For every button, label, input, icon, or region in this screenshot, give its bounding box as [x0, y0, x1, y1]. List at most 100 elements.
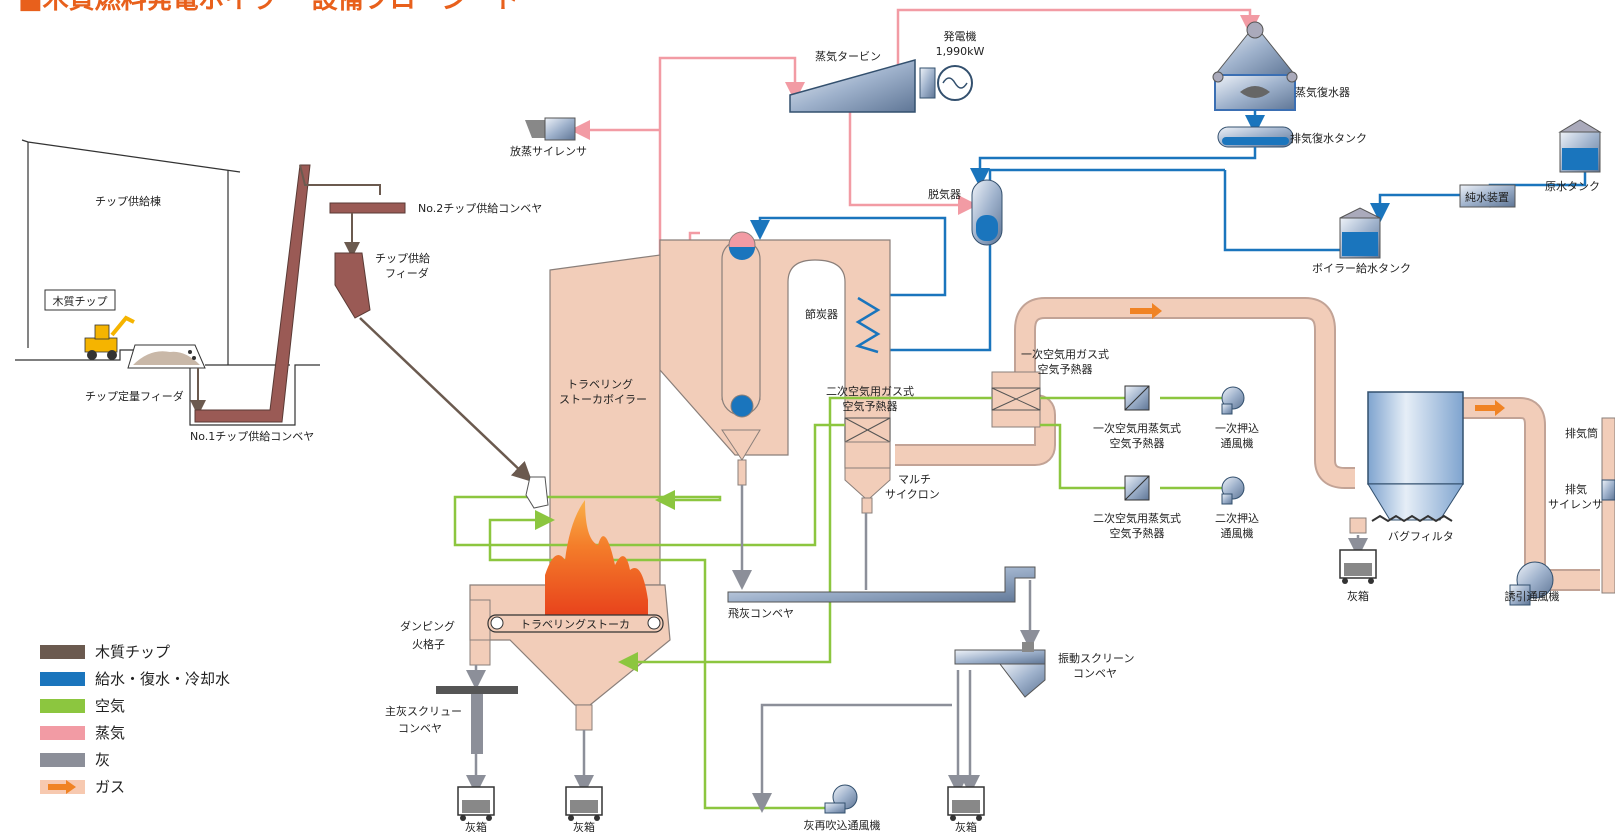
reblow-fan-label: 灰再吹込通風機 [804, 818, 881, 832]
primary-steam-heater-label-1: 一次空気用蒸気式 [1093, 421, 1181, 435]
ash-box-3 [947, 786, 985, 821]
main-ash-screw [436, 686, 518, 754]
page-title: ■木質燃料発電ボイラー 設備フローシート [18, 0, 519, 15]
primary-gas-heater-label-1: 一次空気用ガス式 [1021, 347, 1109, 361]
drum-column [721, 231, 761, 486]
deaerator [971, 179, 1003, 246]
no2-chip-conveyor [329, 202, 406, 214]
secondary-gas-heater-label-1: 二次空気用ガス式 [826, 384, 914, 398]
secondary-steam-heater-label-1: 二次空気用蒸気式 [1093, 511, 1181, 525]
legend-label-air: 空気 [95, 697, 125, 715]
feed-water-tank [1339, 207, 1381, 259]
air-lines [453, 396, 1222, 810]
supply-feeder-label-1: チップ供給 [375, 251, 430, 265]
dumping-label-2: 火格子 [412, 637, 445, 651]
screw-label-1: 主灰スクリュー [385, 704, 462, 718]
stack-label: 排気筒 [1565, 426, 1598, 440]
multicyclone-label-2: サイクロン [885, 488, 940, 501]
raw-water-tank [1558, 119, 1602, 173]
secondary-gas-heater [844, 417, 891, 514]
legend-label-ash: 灰 [95, 751, 110, 769]
boiler-label-1: トラベリング [567, 377, 633, 391]
feed-tank-label: ボイラー給水タンク [1312, 261, 1411, 275]
chip-supply-feeder [334, 252, 371, 319]
secondary-fan-label-2: 通風機 [1221, 526, 1254, 540]
boiler-chip-inlet [525, 476, 549, 509]
id-fan-label: 誘引通風機 [1505, 589, 1560, 603]
condensate-tank [1217, 126, 1294, 148]
pure-water-unit [1459, 184, 1516, 208]
stoker-label: トラベリングストーカ [520, 617, 630, 631]
no1-conveyor-label: No.1チップ供給コンベヤ [190, 429, 314, 443]
vent-silencer [525, 117, 576, 141]
economizer-coil [854, 296, 881, 354]
dumping-label-1: ダンピング [400, 619, 455, 633]
ash-box-label-1: 灰箱 [465, 820, 487, 832]
legend: 木質チップ 給水・復水・冷却水 空気 蒸気 灰 ガス [40, 643, 230, 796]
furnace-flame [545, 500, 648, 615]
gas-arrow-1 [1130, 303, 1162, 319]
condensate-tank-label: 排気復水タンク [1290, 131, 1367, 145]
legend-label-chip: 木質チップ [95, 643, 170, 661]
ash-box-label-2: 灰箱 [573, 820, 595, 832]
primary-fan-label-1: 一次押込 [1215, 421, 1259, 435]
secondary-steam-heater [1124, 475, 1150, 501]
generator-label-2: 1,990kW [936, 45, 985, 58]
chip-feeder-label: チップ定量フィーダ [85, 389, 184, 403]
vib-screen-label-1: 振動スクリーン [1058, 651, 1134, 665]
primary-gas-heater [991, 371, 1041, 428]
boiler-label-2: ストーカボイラー [559, 393, 647, 406]
ash-box-4 [1339, 549, 1377, 584]
legend-label-water: 給水・復水・冷却水 [95, 670, 230, 688]
ash-box-label-4: 灰箱 [1347, 589, 1369, 603]
secondary-gas-heater-label-2: 空気予熱器 [843, 399, 898, 413]
secondary-fan [1221, 476, 1245, 505]
raw-tank-label: 原水タンク [1545, 180, 1600, 193]
exhaust-silencer-label-1: 排気 [1565, 482, 1587, 496]
generator [919, 65, 973, 101]
chip-building-label: チップ供給棟 [95, 194, 161, 208]
legend-label-steam: 蒸気 [95, 724, 125, 742]
exhaust-stack [1601, 417, 1615, 594]
vib-screen-label-2: コンベヤ [1073, 667, 1117, 680]
wheel-loader [84, 315, 135, 360]
screw-label-2: コンベヤ [398, 722, 442, 735]
turbine-label: 蒸気タービン [815, 49, 881, 63]
legend-label-gas: ガス [95, 778, 125, 796]
primary-fan [1221, 386, 1245, 415]
wood-chip-label: 木質チップ [53, 294, 108, 308]
legend-swatch-water [40, 672, 85, 686]
economizer-label: 節炭器 [805, 307, 838, 321]
deaerator-label: 脱気器 [928, 187, 961, 201]
primary-gas-heater-label-2: 空気予熱器 [1038, 362, 1093, 376]
steam-turbine [789, 59, 916, 113]
legend-gas-arrow [48, 780, 76, 794]
chip-feeder [127, 344, 206, 369]
steam-condenser [1212, 21, 1298, 111]
ash-reblow-fan [824, 784, 858, 814]
multicyclone-label-1: マルチ [898, 473, 931, 486]
primary-fan-label-2: 通風機 [1221, 436, 1254, 450]
id-fan [1509, 561, 1554, 606]
primary-steam-heater [1124, 385, 1150, 411]
ash-box-2 [565, 786, 603, 821]
exhaust-silencer-label-2: サイレンサ [1548, 498, 1603, 511]
pure-water-label: 純水装置 [1465, 191, 1509, 204]
legend-swatch-steam [40, 726, 85, 740]
gas-arrow-2 [1475, 400, 1505, 416]
bag-filter [1349, 391, 1464, 534]
supply-feeder-label-2: フィーダ [385, 266, 429, 280]
generator-label-1: 発電機 [944, 29, 977, 43]
bag-filter-label: バグフィルタ [1388, 529, 1454, 543]
ash-box-label-3: 灰箱 [955, 820, 977, 832]
fly-ash-conveyor [727, 566, 1036, 603]
condenser-label: 蒸気復水器 [1295, 85, 1350, 99]
no1-chip-conveyor [194, 164, 381, 423]
primary-steam-heater-label-2: 空気予熱器 [1110, 436, 1165, 450]
wood-chip-label-box [44, 289, 116, 311]
travelling-stoker [487, 614, 664, 633]
legend-swatch-air [40, 699, 85, 713]
chip-chute-line [359, 317, 533, 482]
secondary-fan-label-1: 二次押込 [1215, 511, 1259, 525]
